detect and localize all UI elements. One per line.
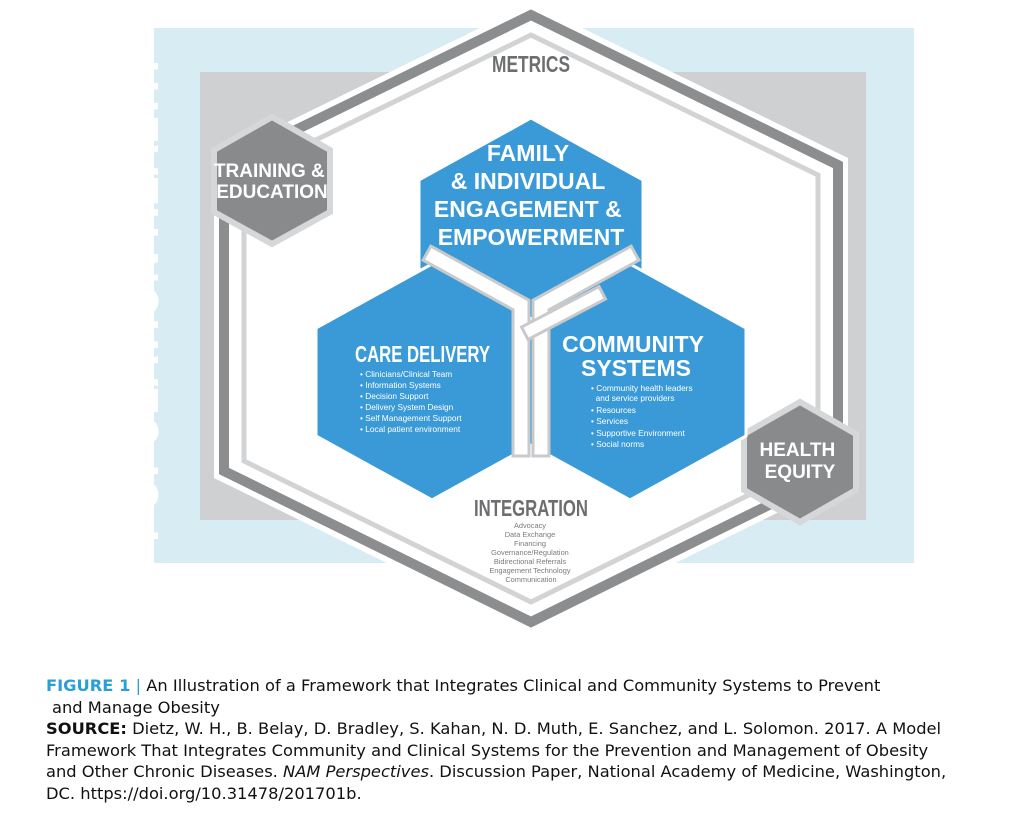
training-hexagon <box>211 113 333 248</box>
training-line-1: TRAINING & <box>214 161 325 182</box>
figure-caption: FIGURE 1 | An Illustration of a Framewor… <box>46 675 1006 804</box>
band-right-core <box>534 248 637 455</box>
source-text-2: Framework That Integrates Community and … <box>46 740 929 760</box>
integration-item-2: Data Exchange <box>505 530 556 539</box>
integration-item-3: Financing <box>514 539 546 548</box>
source-text-4: DC. https://doi.org/10.31478/201701b. <box>46 783 362 803</box>
band-cross-core <box>523 288 604 338</box>
family-label: FAMILY & INDIVIDUAL ENGAGEMENT & EMPOWER… <box>434 140 628 250</box>
community-line-1: COMMUNITY <box>562 331 703 357</box>
community-item-1: • Community health leaders <box>591 383 693 393</box>
integration-item-4: Governance/Regulation <box>491 548 569 557</box>
care-item-2: • Information Systems <box>360 380 441 390</box>
community-item-6: • Social norms <box>591 439 644 449</box>
band-left-core <box>425 248 528 455</box>
care-delivery-title: CARE DELIVERY <box>355 341 490 367</box>
caption-title-line-1: FIGURE 1 | An Illustration of a Framewor… <box>46 675 1006 697</box>
source-label: SOURCE: <box>46 719 127 738</box>
caption-title-line-2: and Manage Obesity <box>46 697 1006 719</box>
source-text-3a: and Other Chronic Diseases. <box>46 762 278 781</box>
figure-separator: | <box>135 676 142 695</box>
integration-item-5: Bidirectional Referrals <box>494 557 567 566</box>
integration-items: Advocacy Data Exchange Financing Governa… <box>489 521 572 584</box>
caption-source-line-4: DC. https://doi.org/10.31478/201701b. <box>46 783 1006 805</box>
family-line-4: EMPOWERMENT <box>438 224 625 250</box>
source-text-1: Dietz, W. H., B. Belay, D. Bradley, S. K… <box>132 719 942 738</box>
care-item-3: • Decision Support <box>360 391 429 401</box>
metrics-label: METRICS <box>492 51 570 77</box>
figure-label: FIGURE 1 <box>46 676 131 695</box>
care-item-5: • Self Management Support <box>360 413 462 423</box>
community-systems-items: • Community health leaders and service p… <box>0 0 704 449</box>
caption-source-line-2: Framework That Integrates Community and … <box>46 740 1006 762</box>
care-item-6: • Local patient environment <box>360 424 461 434</box>
community-line-2: SYSTEMS <box>581 355 691 381</box>
family-line-3: ENGAGEMENT & <box>434 196 622 222</box>
community-systems-title: COMMUNITY SYSTEMS <box>562 331 710 381</box>
caption-source-line-1: SOURCE: Dietz, W. H., B. Belay, D. Bradl… <box>46 718 1006 740</box>
framework-diagram: POPULATION HEALTH METRICS TRAINING & EDU… <box>0 0 914 628</box>
community-item-5: • Supportive Environment <box>591 428 685 438</box>
care-item-4: • Delivery System Design <box>360 402 454 412</box>
community-item-2: and service providers <box>591 393 674 403</box>
training-label: TRAINING & EDUCATION <box>214 161 330 203</box>
family-line-2: & INDIVIDUAL <box>451 168 606 194</box>
health-equity-line-1: HEALTH <box>760 440 836 461</box>
care-item-1: • Clinicians/Clinical Team <box>360 369 452 379</box>
figure-title-1: An Illustration of a Framework that Inte… <box>146 676 881 695</box>
integration-item-1: Advocacy <box>514 521 546 530</box>
care-delivery-items: • Clinicians/Clinical Team • Information… <box>360 369 464 434</box>
health-equity-line-2: EQUITY <box>765 462 836 483</box>
family-line-1: FAMILY <box>487 140 569 166</box>
interlock-bands <box>421 244 641 458</box>
journal-name: NAM Perspectives <box>283 762 429 781</box>
integration-item-6: Engagement Technology <box>489 566 571 575</box>
source-text-3b: . Discussion Paper, National Academy of … <box>428 762 947 781</box>
community-item-4: • Services <box>591 416 628 426</box>
figure-title-2: and Manage Obesity <box>52 697 220 717</box>
integration-title: INTEGRATION <box>474 495 588 521</box>
population-health-label: POPULATION HEALTH <box>104 60 171 542</box>
training-line-2: EDUCATION <box>216 182 328 203</box>
community-item-3: • Resources <box>591 405 636 415</box>
integration-item-7: Communication <box>505 575 556 584</box>
health-equity-label: HEALTH EQUITY <box>760 440 841 483</box>
caption-source-line-3: and Other Chronic Diseases. NAM Perspect… <box>46 761 1006 783</box>
